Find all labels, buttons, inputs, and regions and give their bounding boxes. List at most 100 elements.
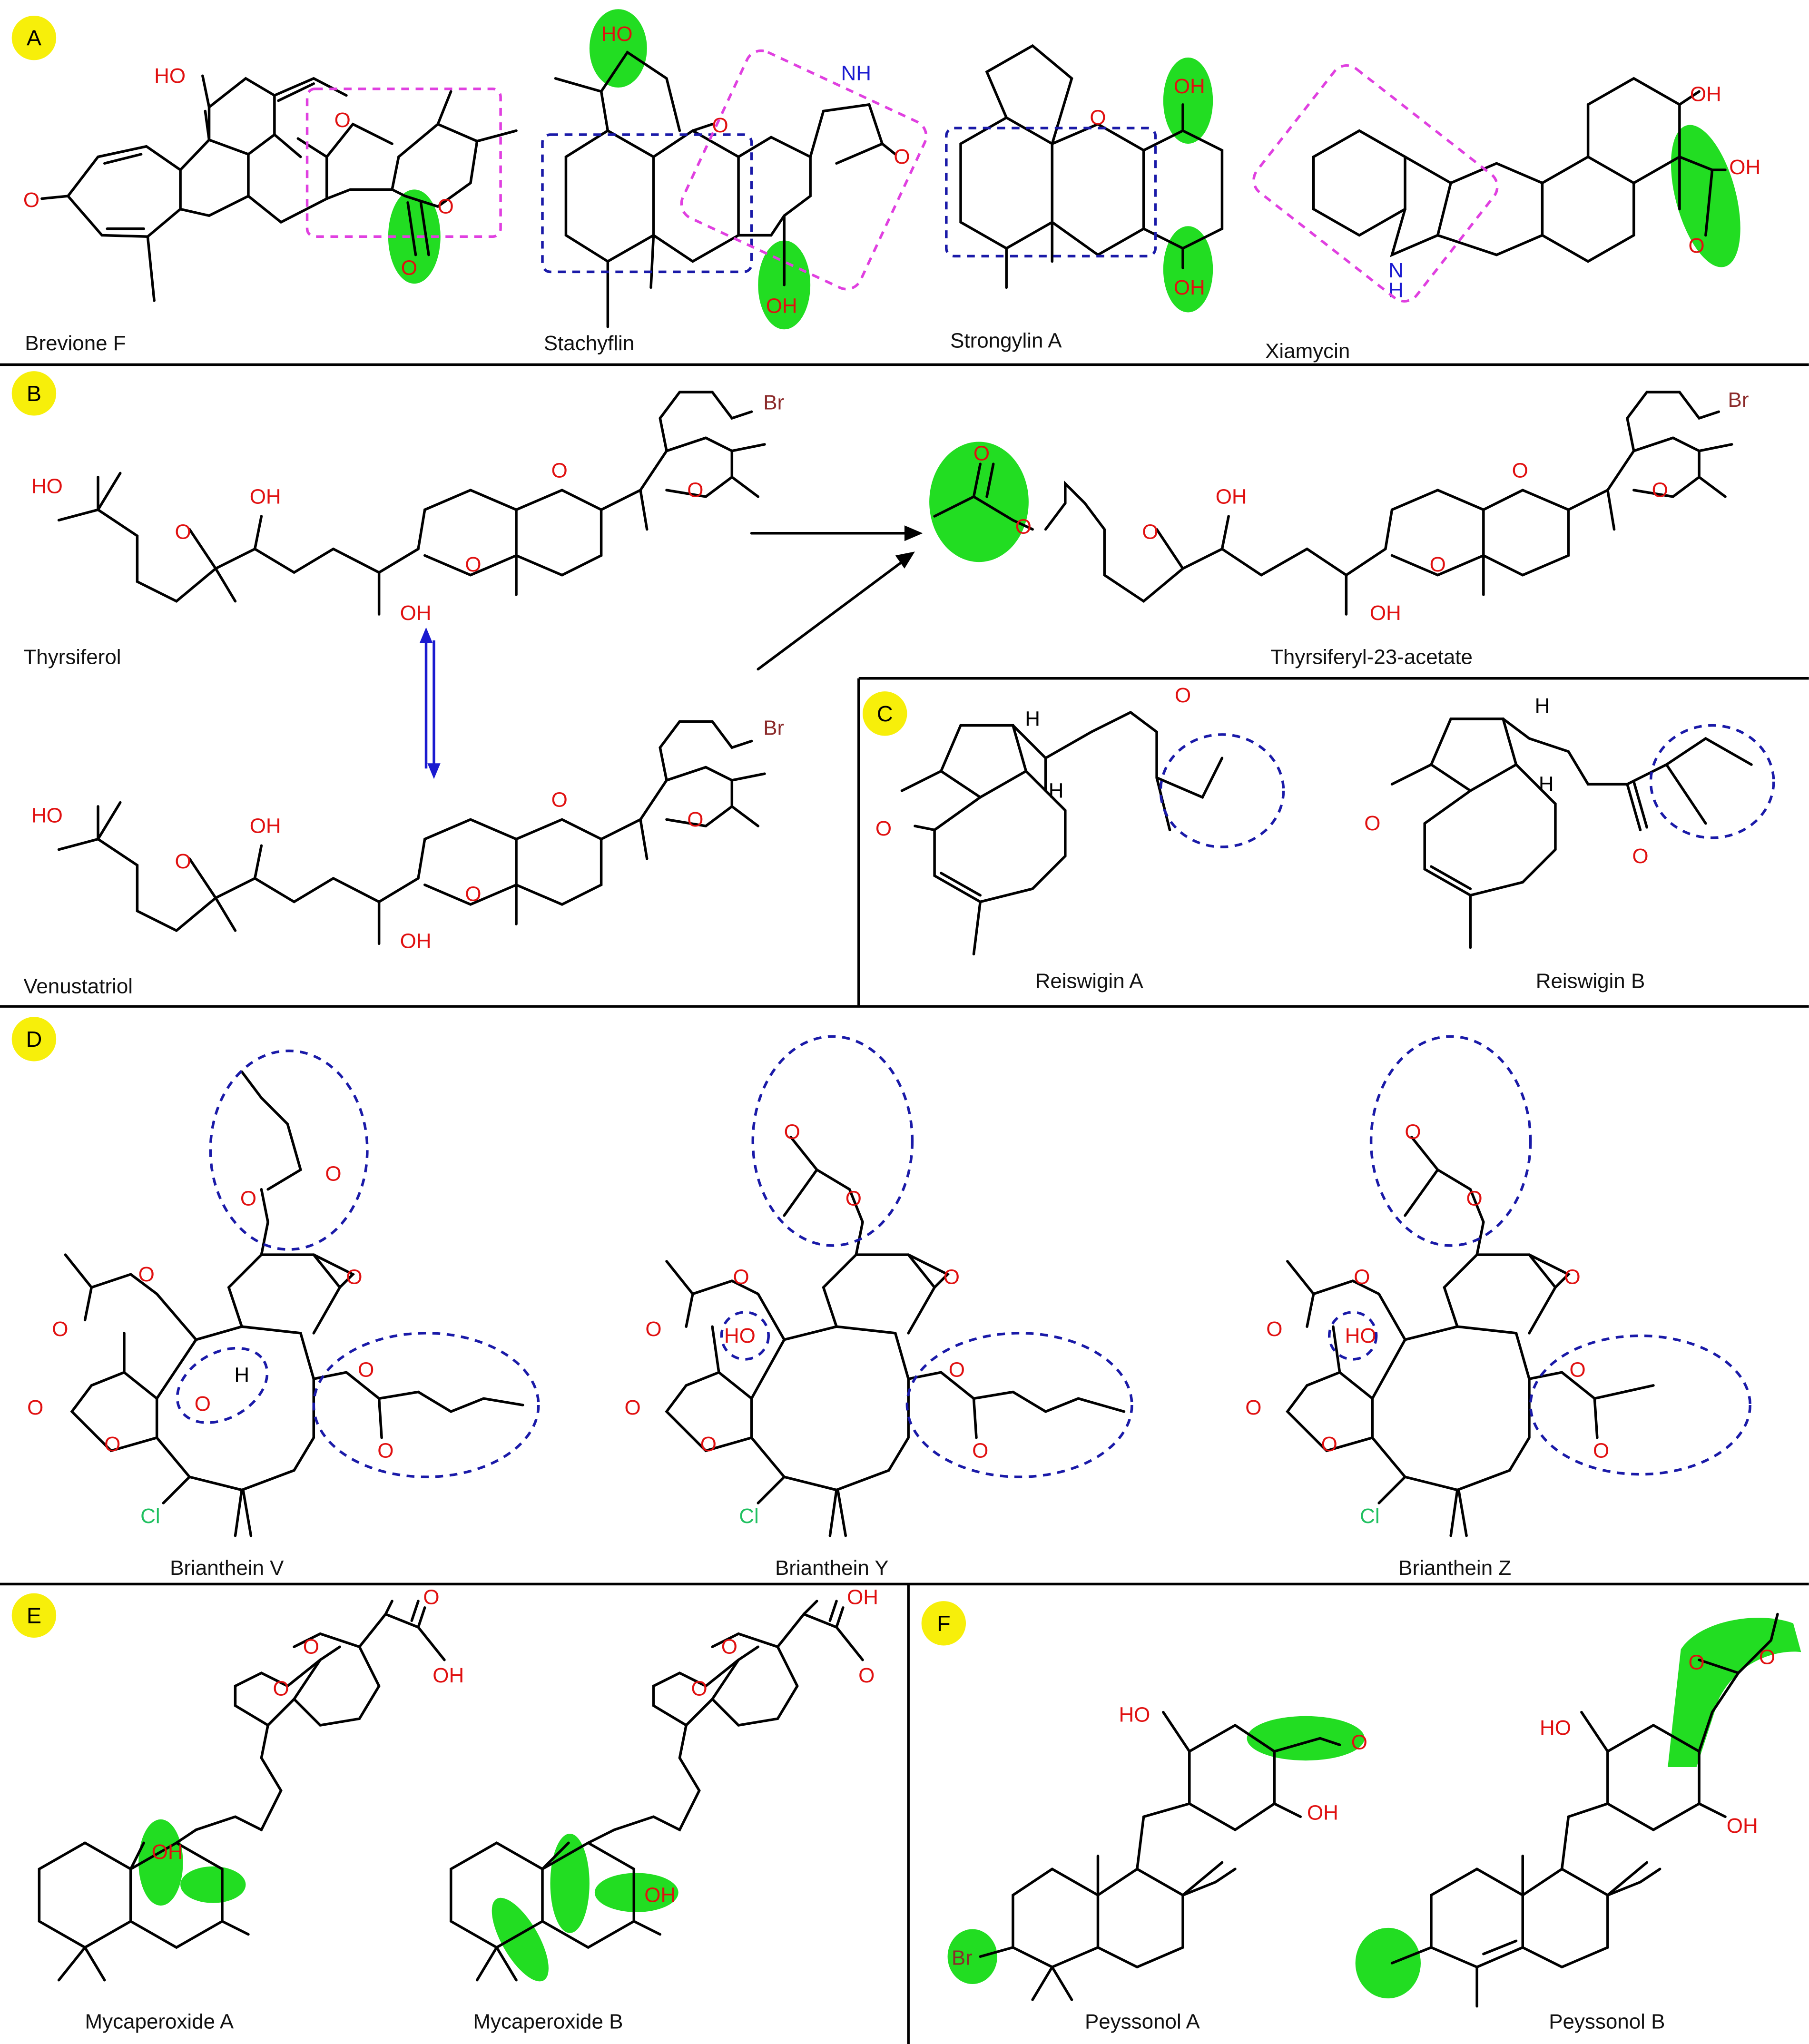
svg-text:O: O [138, 1263, 155, 1286]
panel-b: HO O OH OH O O O Br Thyrsiferol [23, 388, 1749, 998]
svg-text:H: H [1049, 779, 1064, 802]
svg-text:O: O [401, 256, 417, 280]
svg-text:O: O [551, 788, 568, 812]
svg-text:O: O [303, 1635, 319, 1659]
svg-text:O: O [104, 1433, 120, 1456]
svg-text:Br: Br [763, 717, 784, 740]
svg-text:OH: OH [1216, 485, 1247, 508]
svg-text:O: O [1266, 1317, 1282, 1341]
svg-text:O: O [973, 442, 990, 465]
svg-text:O: O [1142, 521, 1158, 544]
svg-text:Br: Br [1728, 388, 1749, 412]
compound-name: Reiswigin A [1035, 970, 1144, 993]
svg-text:O: O [23, 188, 39, 212]
svg-text:O: O [721, 1635, 737, 1659]
svg-text:O: O [52, 1317, 68, 1341]
svg-text:HO: HO [154, 64, 186, 88]
svg-text:HO: HO [1345, 1324, 1376, 1347]
compound-name: Stachyflin [544, 332, 635, 355]
svg-text:O: O [273, 1677, 289, 1700]
svg-text:O: O [784, 1120, 800, 1143]
thyrsiferol-structure: HO O OH OH O O O Br [31, 391, 784, 625]
svg-text:Br: Br [952, 1946, 973, 1970]
svg-text:O: O [1364, 812, 1380, 835]
svg-text:F: F [937, 1611, 951, 1636]
svg-text:O: O [687, 479, 703, 502]
venustatriol-structure: HO O OH OH O O O Br [31, 717, 784, 953]
svg-text:H: H [1535, 694, 1550, 717]
svg-text:O: O [175, 521, 191, 544]
svg-text:OH: OH [152, 1840, 183, 1864]
svg-text:O: O [325, 1162, 341, 1185]
thyrsiferyl-23-acetate-structure: O O O OH OH O O O Br [933, 388, 1749, 625]
strongylin-a-structure: O OH OH [945, 44, 1224, 299]
svg-text:Cl: Cl [739, 1504, 759, 1528]
svg-text:O: O [377, 1439, 393, 1463]
svg-text:O: O [972, 1439, 988, 1463]
svg-text:O: O [712, 114, 728, 137]
svg-text:NH: NH [841, 61, 871, 85]
compound-name: Brianthein V [170, 1556, 284, 1580]
xiamycin-structure: OH OH O N H [1252, 64, 1760, 303]
compound-name: Brianthein Z [1398, 1556, 1511, 1580]
badge-d: D [11, 1017, 57, 1061]
compound-name: Strongylin A [950, 329, 1062, 353]
svg-text:O: O [27, 1396, 43, 1419]
panel-d: O O O O O O H O O O O Cl Brianthein V [27, 1035, 1751, 1580]
svg-text:H: H [1025, 707, 1040, 730]
svg-text:O: O [1570, 1358, 1586, 1381]
badge-a: A [11, 15, 57, 60]
svg-text:O: O [438, 195, 454, 218]
svg-text:OH: OH [433, 1664, 464, 1687]
svg-text:HO: HO [31, 474, 63, 498]
panel-a: HO O O O O Brevione F HO O NH O OH Stach [23, 22, 1760, 363]
svg-text:O: O [858, 1664, 875, 1687]
svg-text:O: O [1652, 479, 1668, 502]
svg-text:O: O [1354, 1265, 1370, 1288]
compound-name: Venustatriol [23, 975, 133, 998]
svg-text:O: O [1689, 1651, 1705, 1674]
svg-text:Cl: Cl [140, 1504, 160, 1528]
reaction-arrows [419, 525, 923, 779]
badge-b: B [11, 371, 57, 416]
svg-text:OH: OH [400, 601, 432, 625]
svg-text:O: O [175, 850, 191, 873]
svg-text:O: O [465, 553, 481, 576]
svg-text:H: H [234, 1363, 249, 1386]
svg-text:O: O [624, 1396, 640, 1419]
svg-text:OH: OH [1174, 75, 1205, 98]
svg-text:O: O [465, 882, 481, 905]
svg-text:OH: OH [1307, 1801, 1338, 1825]
panel-c: H H O O Reiswigin A H H O O Reiswigin B [875, 684, 1775, 993]
svg-text:O: O [1593, 1439, 1609, 1463]
svg-text:OH: OH [400, 929, 432, 953]
svg-text:O: O [1321, 1433, 1337, 1456]
svg-text:OH: OH [1690, 82, 1721, 106]
reiswigin-b-structure: H H O O [1364, 694, 1775, 949]
compound-name: Peyssonol A [1085, 2010, 1200, 2033]
compound-name: Brianthein Y [775, 1556, 889, 1580]
svg-text:O: O [949, 1358, 965, 1381]
svg-text:OH: OH [766, 294, 797, 317]
badge-f: F [921, 1601, 966, 1646]
svg-text:O: O [1015, 515, 1032, 539]
svg-text:O: O [1759, 1646, 1775, 1669]
svg-text:Br: Br [763, 391, 784, 414]
svg-text:O: O [423, 1585, 439, 1609]
svg-text:HO: HO [1540, 1716, 1571, 1739]
reiswigin-a-structure: H H O O [875, 684, 1285, 956]
badge-c: C [863, 691, 907, 736]
compound-name: Peyssonol B [1549, 2010, 1665, 2033]
svg-text:HO: HO [724, 1324, 756, 1347]
svg-text:OH: OH [250, 485, 281, 508]
svg-text:B: B [27, 381, 41, 406]
svg-text:O: O [1090, 106, 1106, 129]
svg-text:H: H [1539, 773, 1554, 796]
svg-text:O: O [195, 1392, 211, 1415]
svg-text:O: O [1466, 1187, 1483, 1210]
svg-text:O: O [944, 1265, 960, 1288]
svg-text:A: A [27, 26, 42, 50]
svg-text:OH: OH [1727, 1814, 1758, 1838]
panel-f: HO O OH Br Peyssonol A HO OH O O Peysson… [952, 1612, 1779, 2033]
